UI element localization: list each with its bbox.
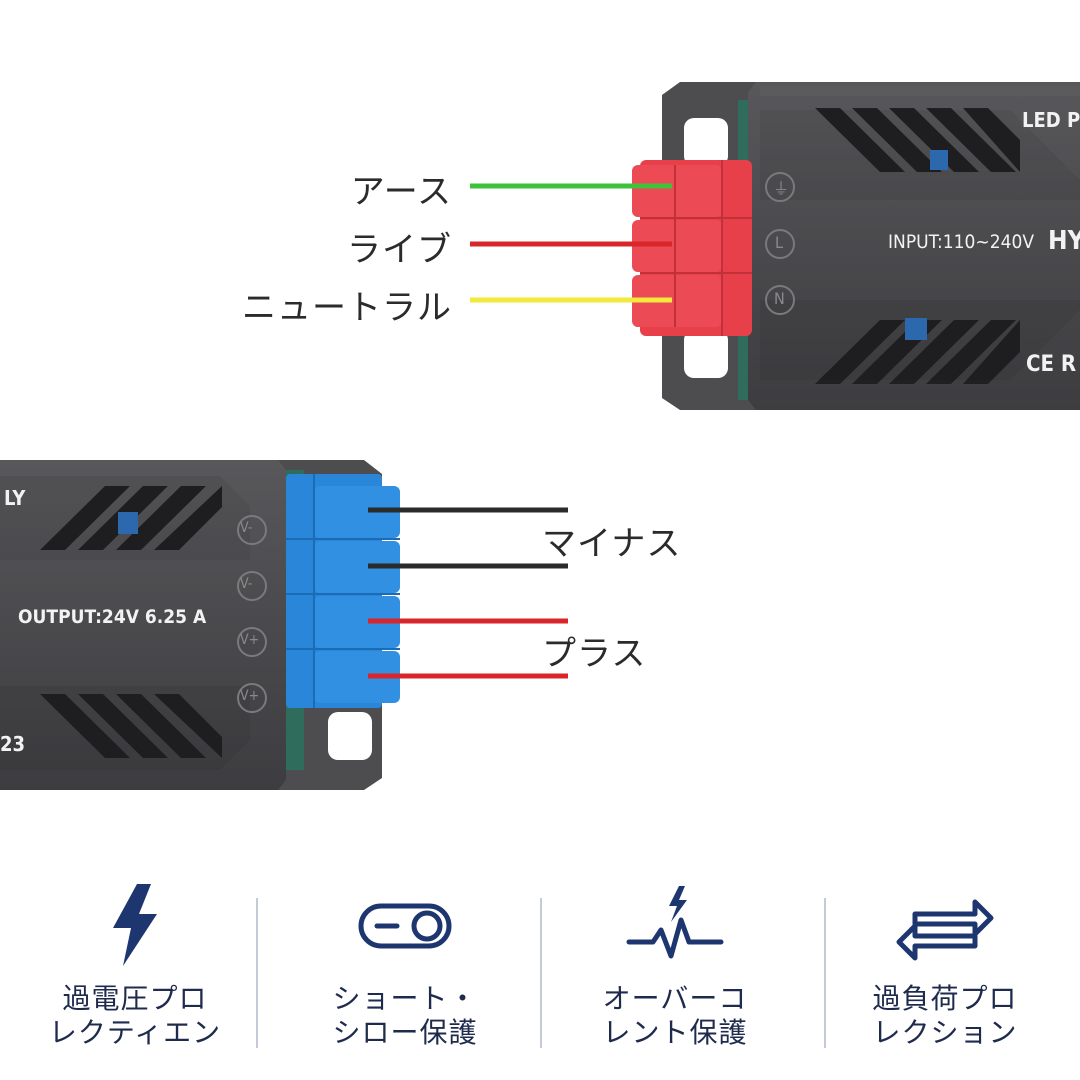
- toggle-switch-icon: [358, 903, 452, 949]
- output-vents-bottom: [40, 694, 222, 758]
- feature-4-line-1: 過負荷プロ: [872, 982, 1018, 1015]
- feature-1-line-2: レクティエン: [48, 1016, 222, 1049]
- v-plus-symbol-1: V+: [240, 632, 260, 648]
- minus-label: マイナス: [542, 524, 682, 564]
- output-terminal-symbols: [237, 515, 267, 713]
- blue-terminal-block: [286, 474, 400, 708]
- earth-symbol: ⏚: [773, 179, 790, 198]
- product-scene: [0, 82, 1080, 790]
- live-symbol: L: [775, 233, 784, 252]
- input-vents-top: [815, 108, 1020, 172]
- double-arrow-icon: [896, 899, 994, 961]
- feature-3-line-2: レント保護: [602, 1016, 748, 1049]
- feature-short-circuit-protection: ショート・ シロー保護: [270, 880, 540, 1060]
- feature-4-line-2: レクション: [872, 1016, 1018, 1049]
- feature-divider-2: [540, 898, 542, 1048]
- output-brand-text: LY: [4, 486, 26, 510]
- feature-2-line-1: ショート・: [332, 982, 478, 1015]
- input-brand-text: LED PO: [1022, 108, 1080, 132]
- feature-1-line-1: 過電圧プロ: [62, 982, 208, 1015]
- output-serial-text: 23: [0, 732, 26, 756]
- input-rating-text: INPUT:110~240V: [888, 231, 1035, 253]
- v-minus-symbol-1: V-: [240, 520, 253, 536]
- feature-divider-3: [824, 898, 826, 1048]
- v-minus-symbol-2: V-: [240, 576, 253, 592]
- output-wires: [368, 507, 568, 679]
- earth-label: アース: [350, 172, 452, 212]
- red-terminal-block: [632, 160, 752, 336]
- input-terminal-symbols: [765, 172, 795, 315]
- feature-overvoltage-protection: 過電圧プロ レクティエン: [0, 880, 270, 1060]
- feature-overload-protection: 過負荷プロ レクション: [810, 880, 1080, 1060]
- lightning-bolt-icon: [113, 884, 157, 966]
- input-cert-text: CE R: [1026, 352, 1077, 377]
- neutral-symbol: N: [774, 289, 785, 308]
- live-label: ライブ: [347, 230, 452, 270]
- plus-label: プラス: [542, 634, 647, 674]
- output-rating-text: OUTPUT:24V 6.25 A: [18, 606, 207, 628]
- pulse-spark-icon: [626, 886, 724, 959]
- input-model-text: HY-: [1048, 226, 1080, 256]
- feature-overcurrent-protection: オーバーコ レント保護: [540, 880, 810, 1060]
- feature-divider-1: [256, 898, 258, 1048]
- feature-3-line-1: オーバーコ: [602, 982, 748, 1015]
- input-wires: [470, 183, 672, 303]
- neutral-label: ニュートラル: [242, 288, 452, 328]
- feature-2-line-2: シロー保護: [332, 1016, 478, 1049]
- v-plus-symbol-2: V+: [240, 688, 260, 704]
